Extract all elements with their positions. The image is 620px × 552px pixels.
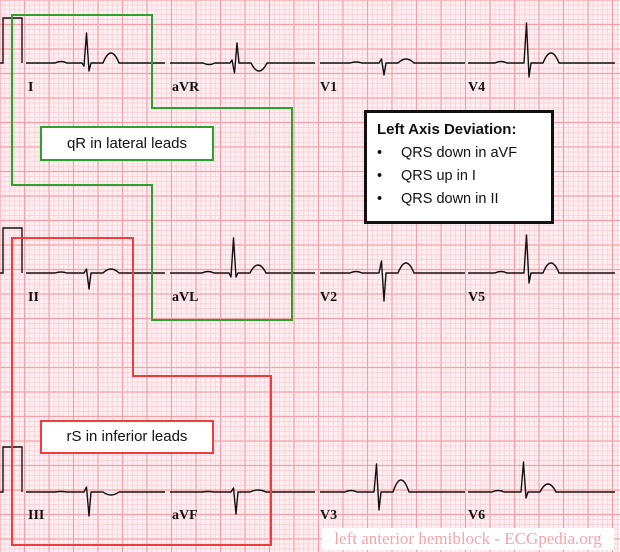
lead-label-V5: V5 [468,290,486,305]
ecg-trace [170,42,315,74]
lateral-leads-outline [11,14,293,321]
lead-label-V4: V4 [468,80,486,95]
inferior-leads-outline [11,237,272,546]
ecg-trace [170,237,315,278]
lead-label-V6: V6 [468,508,486,523]
ecg-trace [320,260,465,302]
ecg-trace [26,268,165,290]
ecg-trace [26,486,165,517]
inferior-leads-label: rS in inferior leads [40,420,214,454]
lead-label-V2: V2 [320,290,338,305]
lead-label-I: I [28,80,34,95]
ecg-trace [468,234,615,284]
ecg-trace [468,461,615,499]
ecg-trace [320,463,465,511]
lead-label-V1: V1 [320,80,338,95]
criteria-title: Left Axis Deviation: [377,121,517,138]
credit-caption: left anterior hemiblock - ECGpedia.org [322,528,614,550]
ecg-trace [170,487,315,515]
lead-label-III: III [28,508,45,523]
lead-label-aVF: aVF [172,508,198,523]
lateral-leads-label: qR in lateral leads [40,126,214,161]
ecg-trace [468,22,615,78]
criteria-item: QRS up in I [377,165,551,188]
criteria-item: QRS down in II [377,188,551,211]
lead-label-aVL: aVL [172,290,199,305]
calibration-pulse [0,446,23,493]
lead-label-II: II [28,290,39,305]
calibration-pulse [0,227,23,274]
left-axis-deviation-box: Left Axis Deviation: QRS down in aVF QRS… [364,110,554,224]
calibration-pulse [0,17,23,64]
lead-label-aVR: aVR [172,80,200,95]
ecg-trace [26,32,165,72]
ecg-trace [320,58,465,76]
lead-label-V3: V3 [320,508,338,523]
criteria-item: QRS down in aVF [377,142,551,165]
